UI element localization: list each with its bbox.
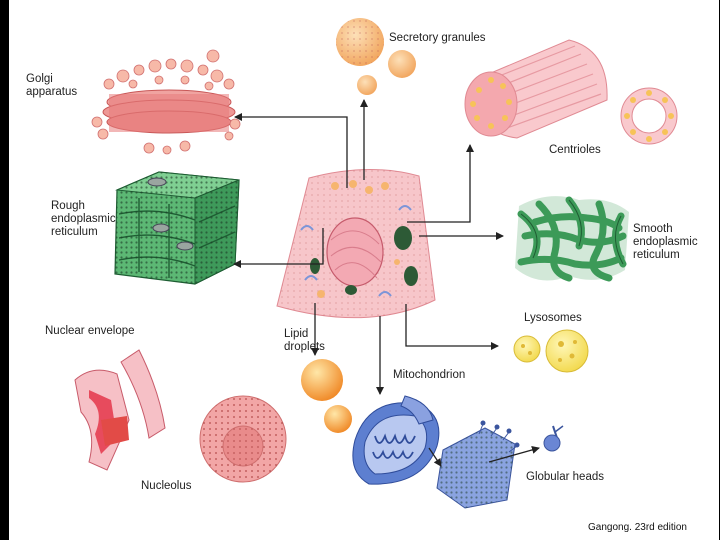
label-golgi-apparatus: Golgi apparatus xyxy=(26,73,78,98)
label-nucleolus: Nucleolus xyxy=(141,480,192,492)
globular-heads-drawing xyxy=(436,420,564,509)
connector-arrows xyxy=(233,99,540,467)
label-secretory-granules: Secretory granules xyxy=(389,32,486,44)
secretory-granules-drawing xyxy=(336,18,416,95)
source-credit: Gangong. 23rd edition xyxy=(588,522,687,533)
label-nuclear-envelope: Nuclear envelope xyxy=(45,325,135,337)
smooth-er-drawing xyxy=(515,196,629,282)
central-cell-drawing xyxy=(276,168,436,319)
mitochondrion-drawing xyxy=(352,395,440,485)
lysosomes-drawing xyxy=(513,329,589,373)
nucleolus-drawing xyxy=(199,395,287,483)
lipid-droplets-drawing xyxy=(301,359,352,433)
label-lysosomes: Lysosomes xyxy=(524,312,582,324)
label-lipid-droplets: Lipid droplets xyxy=(284,328,325,353)
slide-canvas: Golgi apparatus Secretory granules Centr… xyxy=(9,0,719,540)
cell-organelles-diagram xyxy=(74,18,678,509)
label-mitochondrion: Mitochondrion xyxy=(393,369,466,381)
label-smooth-er: Smooth endoplasmic reticulum xyxy=(633,223,698,261)
nuclear-envelope-drawing xyxy=(74,349,166,471)
label-globular-heads: Globular heads xyxy=(526,471,604,483)
label-rough-er: Rough endoplasmic reticulum xyxy=(51,200,116,238)
golgi-apparatus-drawing xyxy=(91,49,241,155)
rough-er-drawing xyxy=(114,171,240,285)
label-centrioles: Centrioles xyxy=(549,144,601,156)
centrioles-drawing xyxy=(464,39,678,145)
